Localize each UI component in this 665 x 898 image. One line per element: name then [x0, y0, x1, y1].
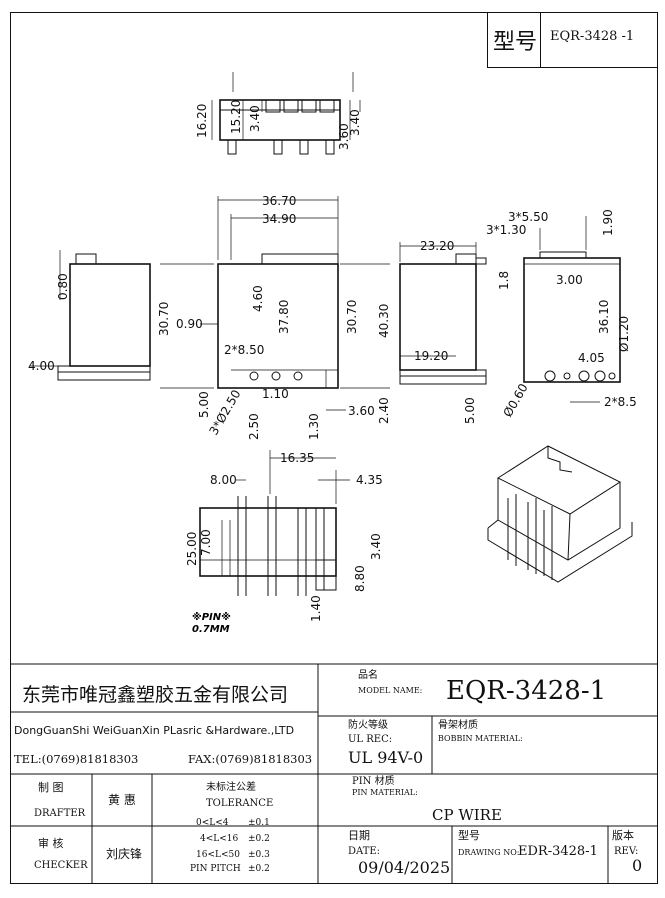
bobbin-material-cn: 骨架材质 — [438, 720, 478, 731]
dim-top-16-20: 16.20 — [195, 104, 209, 138]
dim-right-3x1-30: 3*1.30 — [486, 223, 526, 237]
tolerance-value-4: ±0.2 — [248, 864, 270, 874]
dim-front-0-90: 0.90 — [176, 317, 203, 331]
dim-front-4-60: 4.60 — [251, 285, 265, 312]
dim-left-4-00: 4.00 — [28, 359, 55, 373]
dim-bottom-1-40: 1.40 — [309, 595, 323, 622]
bottom-view — [199, 450, 337, 596]
dim-front-2x8-50: 2*8.50 — [224, 343, 264, 357]
dim-top-3-40-a: 3.40 — [248, 105, 262, 132]
dim-side-23-20: 23.20 — [420, 239, 454, 253]
dim-bottom-8-80: 8.80 — [353, 565, 367, 592]
bobbin-material-en: BOBBIN MATERIAL: — [438, 734, 523, 743]
top-view — [211, 72, 361, 155]
isometric-view — [487, 445, 633, 583]
checker-label-en: CHECKER — [34, 860, 88, 871]
dim-bottom-16-35: 16.35 — [280, 451, 314, 465]
fire-rating-cn: 防火等级 — [348, 720, 388, 731]
tolerance-value-2: ±0.2 — [248, 834, 270, 844]
dim-right-3x5-50: 3*5.50 — [508, 210, 548, 224]
drafter-name: 黄 惠 — [108, 793, 136, 807]
dim-right-2x8-5: 2*8.5 — [604, 395, 637, 409]
dim-right-4-05: 4.05 — [578, 351, 605, 365]
date-value: 09/04/2025 — [358, 858, 451, 877]
drawing-no-en: DRAWING NO: — [458, 848, 520, 857]
title-block-grid — [10, 663, 658, 884]
dim-right-d1-20: Ø1.20 — [617, 316, 631, 352]
dim-bottom-25-00: 25.00 — [185, 532, 199, 566]
revision-value: 0 — [632, 856, 643, 875]
dim-side-5-00: 5.00 — [463, 397, 477, 424]
dim-front-1-30: 1.30 — [307, 413, 321, 440]
dim-right-1-8: 1.8 — [497, 271, 511, 290]
date-label-cn: 日期 — [348, 829, 370, 842]
model-name-cn: 品名 — [358, 670, 378, 681]
dim-right-1-90: 1.90 — [601, 209, 615, 236]
dim-right-3-00: 3.00 — [556, 273, 583, 287]
dim-front-3x-d2-50: 3*Ø2.50 — [206, 387, 243, 437]
drafter-label-en: DRAFTER — [34, 808, 86, 819]
tolerance-label-en: TOLERANCE — [206, 798, 274, 809]
dim-front-30-70-right: 30.70 — [345, 300, 359, 334]
pin-material-cn: PIN 材质 — [352, 776, 395, 787]
dim-front-30-70-left: 30.70 — [157, 302, 171, 336]
tolerance-range-3: 16<L<50 — [196, 850, 240, 860]
dim-front-40-30: 40.30 — [377, 304, 391, 338]
checker-label-cn: 审 核 — [38, 837, 64, 850]
header-model-label: 型号 — [493, 30, 538, 55]
revision-label-en: REV: — [614, 846, 639, 857]
dim-bottom-4-35: 4.35 — [356, 473, 383, 487]
date-label-en: DATE: — [348, 846, 381, 857]
dim-front-2-40: 2.40 — [377, 397, 391, 424]
pin-note-line2: 0.7MM — [192, 624, 230, 635]
checker-name: 刘庆锋 — [106, 847, 143, 861]
tolerance-value-1: ±0.1 — [248, 818, 270, 828]
drafter-label-cn: 制 图 — [38, 781, 64, 794]
dim-top-3-40-b: 3.40 — [348, 109, 362, 136]
dim-right-d0-60: Ø0.60 — [500, 381, 530, 419]
company-name-en: DongGuanShi WeiGuanXin PLasric &Hardware… — [14, 724, 295, 737]
dim-top-15-20: 15.20 — [229, 100, 243, 134]
tolerance-value-3: ±0.3 — [248, 850, 270, 860]
dim-side-19-20: 19.20 — [414, 349, 448, 363]
dim-front-2-50: 2.50 — [247, 413, 261, 440]
dim-left-0-80: 0.80 — [56, 273, 70, 300]
fire-rating-en: UL REC: — [348, 734, 393, 745]
company-fax: FAX:(0769)81818303 — [188, 752, 313, 766]
header-model-box: 型号 EQR-3428 -1 — [487, 12, 658, 68]
dim-front-36-70: 36.70 — [262, 194, 296, 208]
model-name-en: MODEL NAME: — [358, 686, 423, 695]
dim-front-34-90: 34.90 — [262, 212, 296, 226]
drawing-no-value: EDR-3428-1 — [518, 844, 598, 859]
tolerance-range-4: PIN PITCH — [190, 864, 241, 874]
dim-top-3-60: 3.60 — [337, 123, 351, 150]
dim-bottom-8-00: 8.00 — [210, 473, 237, 487]
left-view — [30, 250, 151, 381]
right-view — [523, 216, 621, 383]
drawing-frame — [10, 12, 658, 884]
dim-front-5-00: 5.00 — [197, 391, 211, 418]
drawing-no-cn: 型号 — [458, 829, 480, 842]
tolerance-range-1: 0<L<4 — [196, 818, 229, 828]
header-model-value: EQR-3428 -1 — [550, 29, 635, 44]
dim-bottom-3-40: 3.40 — [369, 533, 383, 560]
pin-material-value: CP WIRE — [432, 806, 502, 824]
dim-front-37-80: 37.80 — [277, 300, 291, 334]
tolerance-label-cn: 未标注公差 — [206, 782, 256, 793]
revision-label-cn: 版本 — [612, 829, 634, 842]
company-tel: TEL:(0769)81818303 — [14, 752, 139, 766]
front-view — [160, 196, 390, 389]
pin-note-line1: ※PIN※ — [192, 611, 231, 623]
company-name-cn: 东莞市唯冠鑫塑胶五金有限公司 — [22, 684, 289, 706]
pin-material-en: PIN MATERIAL: — [352, 788, 418, 797]
dim-front-3-60: 3.60 — [348, 404, 375, 418]
dim-front-1-10: 1.10 — [262, 387, 289, 401]
model-name-value: EQR-3428-1 — [446, 676, 607, 706]
dim-right-36-10: 36.10 — [597, 300, 611, 334]
tolerance-range-2: 4<L<16 — [200, 834, 239, 844]
side-view — [399, 242, 487, 385]
fire-rating-value: UL 94V-0 — [348, 748, 424, 767]
dim-bottom-7-00: 7.00 — [199, 529, 213, 556]
